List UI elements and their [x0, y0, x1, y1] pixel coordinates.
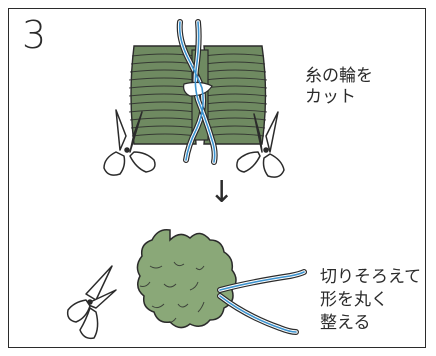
- step-number: 3: [22, 16, 46, 54]
- instruction-trim-text: 切りそろえて 形を丸く 整える: [320, 266, 421, 335]
- scissors-icon: [68, 266, 116, 338]
- instruction-line: 整える: [320, 312, 421, 335]
- instruction-line: カット: [305, 87, 373, 108]
- instruction-line: 糸の輪を: [305, 66, 373, 87]
- instruction-line: 切りそろえて: [320, 266, 421, 289]
- instruction-line: 形を丸く: [320, 289, 421, 312]
- down-arrow-icon: ↓: [209, 178, 234, 208]
- instruction-cut-text: 糸の輪を カット: [305, 66, 373, 108]
- pompom: [137, 230, 236, 328]
